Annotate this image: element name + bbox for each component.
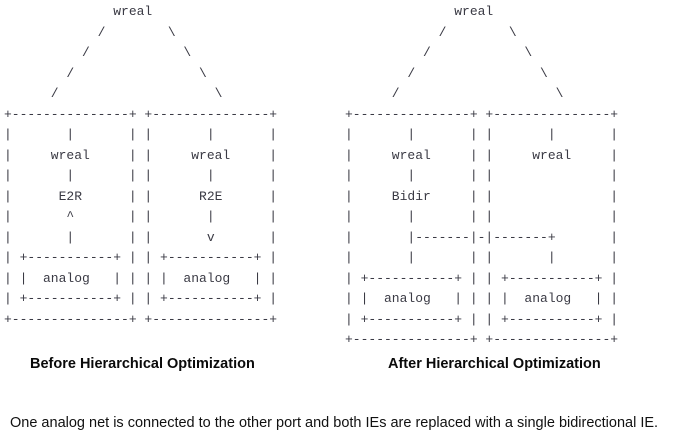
diagram-comparison-stage: wreal / \ / \ / \ / \ +---------------+ … xyxy=(4,4,618,347)
description-paragraph: One analog net is connected to the other… xyxy=(10,414,659,431)
caption-after-optimization: After Hierarchical Optimization xyxy=(388,356,601,372)
ascii-diagram-before-optimization: wreal / \ / \ / \ / \ +---------------+ … xyxy=(4,4,278,327)
ascii-diagram-after-optimization: wreal / \ / \ / \ / \ +---------------+ … xyxy=(345,4,619,347)
caption-before-optimization: Before Hierarchical Optimization xyxy=(30,356,255,372)
